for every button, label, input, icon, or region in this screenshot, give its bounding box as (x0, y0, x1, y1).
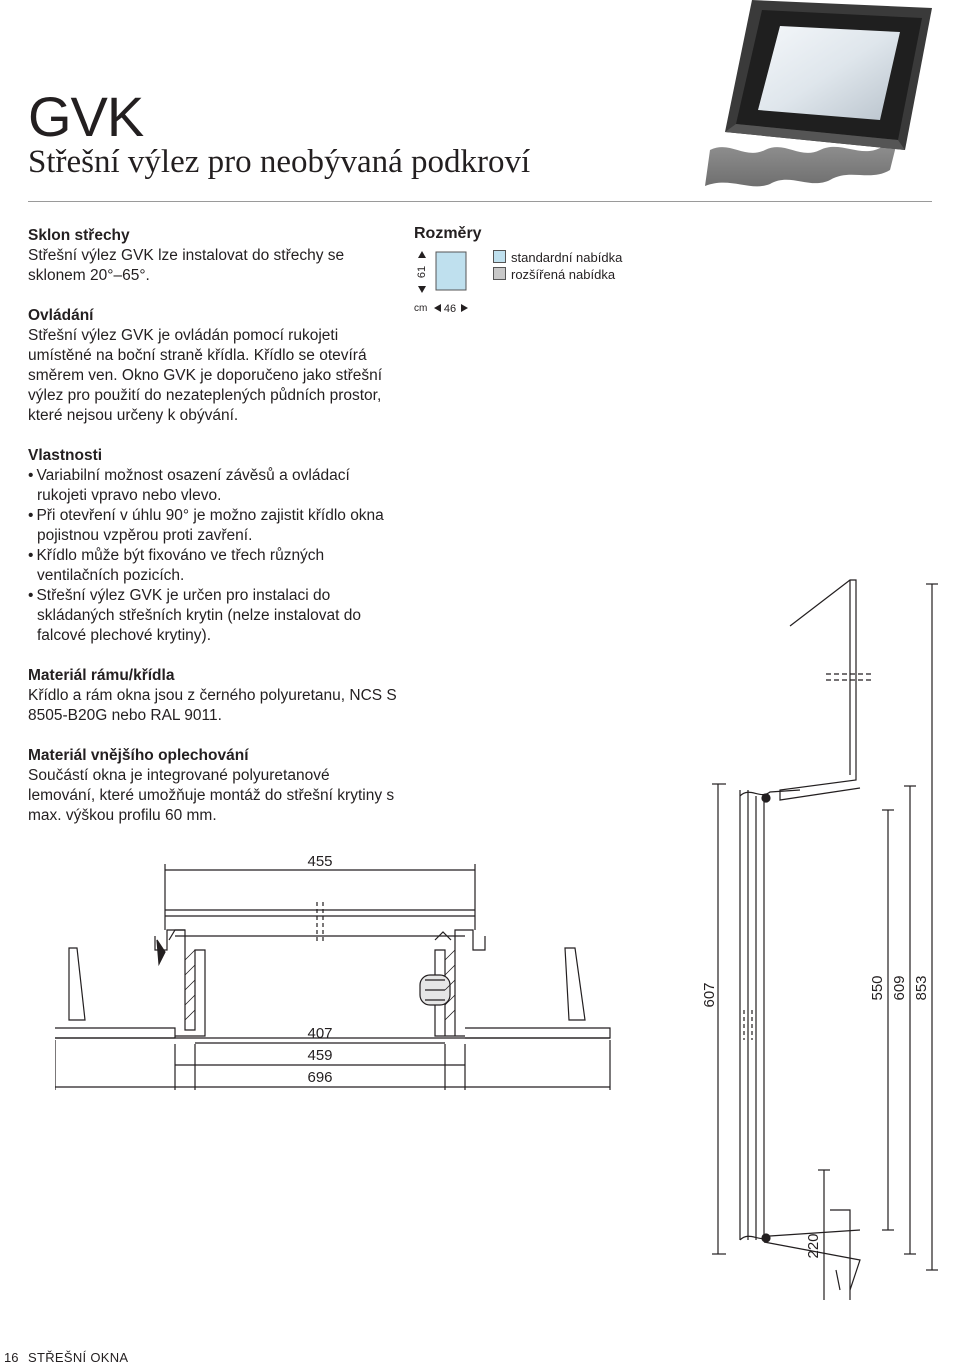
legend-swatch-extended (493, 267, 506, 280)
size-standard-box (435, 251, 467, 291)
size-height-label: 61 (416, 266, 428, 278)
vertical-section-drawing: 607 550 609 853 220 (701, 579, 938, 1300)
section-heading: Vlastnosti (28, 447, 103, 464)
dimension-label-696: 696 (307, 1069, 332, 1086)
product-subtitle: Střešní výlez pro neobývaná podkroví (28, 144, 531, 180)
list-item: Variabilní možnost osazení závěsů a ovlá… (28, 466, 400, 506)
page-number: 16 (4, 1350, 19, 1365)
arrow-left-icon (434, 304, 441, 312)
dimension-label-459: 459 (307, 1047, 332, 1064)
section-text: Střešní výlez GVK lze instalovat do stře… (28, 247, 345, 284)
section-heading: Materiál rámu/křídla (28, 667, 175, 684)
arrow-down-icon (418, 286, 426, 293)
dimension-label-220: 220 (805, 1233, 822, 1258)
features-list: Variabilní možnost osazení závěsů a ovlá… (28, 466, 400, 646)
size-diagram: 61 cm 46 (414, 251, 468, 315)
section-heading: Ovládání (28, 307, 94, 324)
legend-standard: standardní nabídka (493, 250, 622, 266)
dimensions-title: Rozměry (414, 225, 482, 242)
section-text: Křídlo a rám okna jsou z černého polyure… (28, 687, 397, 724)
arrow-up-icon (418, 251, 426, 258)
arrow-right-icon (461, 304, 468, 312)
size-width-label: 46 (444, 303, 456, 315)
section-roof-pitch: Sklon střechy Střešní výlez GVK lze inst… (28, 226, 400, 286)
dimension-label-407: 407 (307, 1025, 332, 1042)
footer-section-label: STŘEŠNÍ OKNA (28, 1350, 129, 1365)
product-photo (705, 0, 932, 187)
dimension-label-455: 455 (307, 853, 332, 870)
section-text: Součástí okna je integrované polyuretano… (28, 767, 395, 824)
product-model-title: GVK (28, 85, 144, 148)
list-item: Při otevření v úhlu 90° je možno zajisti… (28, 506, 400, 546)
size-unit-label: cm (414, 303, 427, 314)
dimension-label-853: 853 (913, 975, 930, 1000)
dimension-label-607: 607 (701, 982, 718, 1007)
section-flashing-material: Materiál vnějšího oplechování Součástí o… (28, 746, 400, 826)
legend-swatch-standard (493, 250, 506, 263)
header-divider (28, 201, 932, 202)
dimension-label-550: 550 (869, 975, 886, 1000)
section-features: Vlastnosti Variabilní možnost osazení zá… (28, 446, 400, 646)
legend-label: rozšířená nabídka (511, 267, 616, 282)
dimension-label-609: 609 (891, 975, 908, 1000)
list-item: Křídlo může být fixováno ve třech různýc… (28, 546, 400, 586)
section-text: Střešní výlez GVK je ovládán pomocí ruko… (28, 327, 383, 424)
section-heading: Materiál vnějšího oplechování (28, 747, 249, 764)
horizontal-section-drawing: 455 407 459 696 (55, 853, 611, 1090)
list-item: Střešní výlez GVK je určen pro instalaci… (28, 586, 400, 646)
legend-extended: rozšířená nabídka (493, 267, 615, 283)
section-frame-material: Materiál rámu/křídla Křídlo a rám okna j… (28, 666, 400, 726)
section-heading: Sklon střechy (28, 227, 130, 244)
legend-label: standardní nabídka (511, 250, 623, 265)
section-operation: Ovládání Střešní výlez GVK je ovládán po… (28, 306, 400, 426)
